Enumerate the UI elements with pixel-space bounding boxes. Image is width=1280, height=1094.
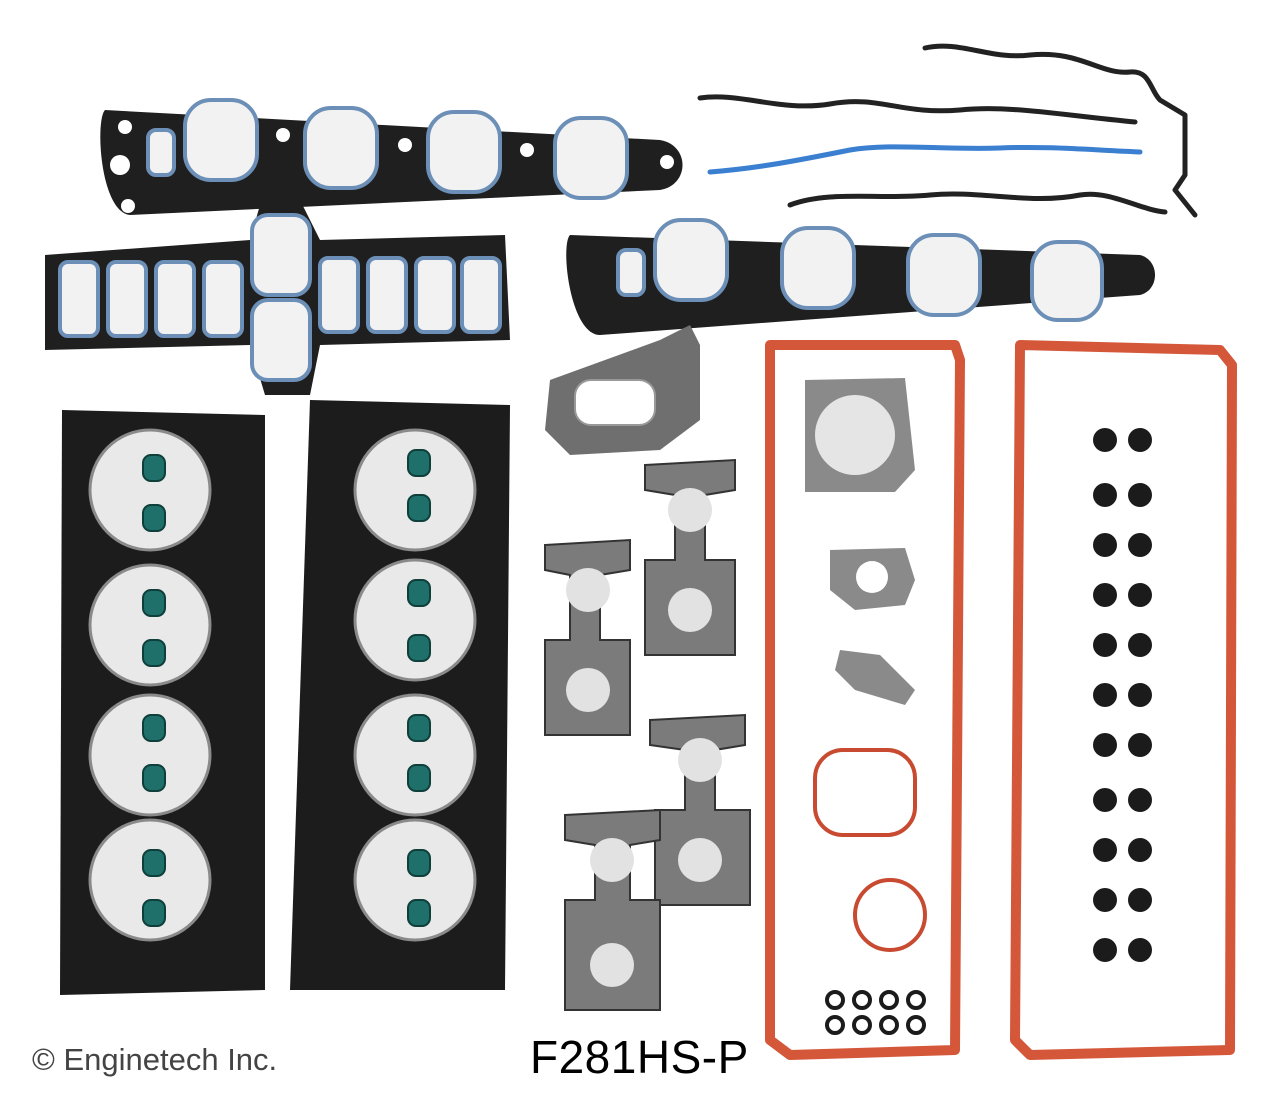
part-number-label: F281HS-P xyxy=(530,1031,749,1083)
valve-stem-seals-black xyxy=(1093,428,1152,962)
copyright-text: © Enginetech Inc. xyxy=(32,1042,278,1077)
intake-manifold-gasket-upper xyxy=(100,98,683,215)
exhaust-port-openings xyxy=(566,488,722,987)
intake-manifold-gasket-right xyxy=(566,218,1155,335)
timing-cover-gaskets xyxy=(697,43,1198,218)
valve-cover-gasket-right xyxy=(1010,340,1237,1060)
throttle-body-gasket-round xyxy=(805,378,915,492)
cylinder-head-gasket-right xyxy=(290,400,510,990)
cylinder-head-gasket-left xyxy=(60,410,265,995)
egr-tube-gasket xyxy=(835,650,915,705)
throttle-body-gasket xyxy=(545,325,700,455)
spark-plug-tube-seals xyxy=(813,748,927,952)
valve-cover-gasket-left xyxy=(765,340,965,1060)
valve-stem-seals-green xyxy=(142,449,431,927)
lower-intake-gasket xyxy=(45,200,510,395)
egr-gasket xyxy=(830,548,915,610)
o-rings xyxy=(825,990,926,1035)
